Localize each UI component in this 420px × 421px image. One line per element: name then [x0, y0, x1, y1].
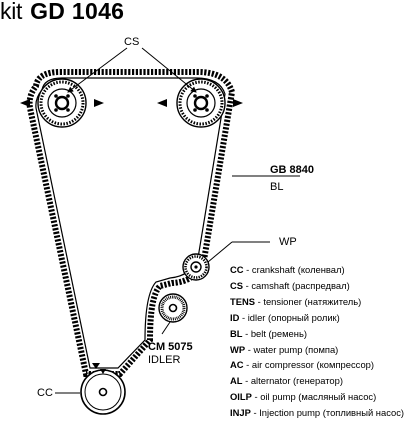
timing-belt	[26, 69, 236, 377]
legend-item: AL - alternator (генератор)	[230, 373, 420, 389]
legend-key: INJP	[230, 407, 251, 419]
legend-item: ID - idler (опорный ролик)	[230, 310, 420, 326]
legend-desc: - camshaft (распредвал)	[243, 279, 350, 291]
legend-desc: - alternator (генератор)	[242, 375, 343, 387]
timing-mark-right-2	[233, 99, 243, 107]
belt-type-label: BL	[270, 181, 284, 193]
legend-item: WP - water pump (помпа)	[230, 342, 420, 358]
legend-key: WP	[230, 343, 246, 355]
legend-desc: - water pump (помпа)	[245, 343, 339, 355]
kit-code: GD 1046	[30, 0, 125, 24]
legend-key: CC	[230, 264, 244, 275]
legend-desc: - tensioner (натяжитель)	[255, 295, 362, 307]
wp-label: WP	[279, 236, 297, 248]
cs-label: CS	[124, 36, 140, 48]
cs-leaders	[67, 47, 197, 93]
timing-mark-right	[157, 99, 167, 107]
legend-item: INJP - Injection pump (топливный насос)	[230, 405, 420, 421]
legend-desc: - air compressor (компрессор)	[243, 359, 375, 371]
legend-item: CS - camshaft (распредвал)	[230, 278, 420, 294]
legend-item: TENS - tensioner (натяжитель)	[230, 294, 420, 310]
crank-timing-mark	[92, 363, 100, 369]
legend-item: CC - crankshaft (коленвал)	[230, 262, 420, 278]
legend-key: TENS	[230, 295, 256, 307]
cc-label: CC	[37, 387, 53, 399]
idler-type-label: IDLER	[148, 354, 181, 366]
idler-leader	[161, 321, 171, 335]
legend-key: AL	[230, 375, 243, 387]
timing-mark-left-2	[20, 99, 30, 107]
legend-key: BL	[230, 327, 243, 339]
legend-desc: - crankshaft (коленвал)	[243, 264, 345, 275]
legend-key: OILP	[230, 391, 252, 403]
legend: CC - crankshaft (коленвал) CS - camshaft…	[230, 262, 420, 421]
idler-pulley	[158, 293, 188, 323]
timing-mark-left	[94, 99, 104, 107]
legend-key: AC	[230, 359, 244, 371]
idler-code-label: CM 5075	[148, 341, 193, 353]
belt-code-label: GB 8840	[270, 164, 315, 176]
legend-desc: - Injection pump (топливный насос)	[250, 407, 405, 419]
legend-key: CS	[230, 279, 244, 291]
legend-item: BL - belt (ремень)	[230, 326, 420, 342]
legend-item: AC - air compressor (компрессор)	[230, 357, 420, 373]
legend-key: ID	[230, 311, 240, 323]
crankshaft-pulley	[80, 369, 126, 415]
legend-desc: - belt (ремень)	[242, 327, 307, 339]
legend-desc: - idler (опорный ролик)	[239, 311, 340, 323]
water-pump-pulley	[182, 253, 210, 281]
kit-word: kit	[0, 0, 23, 24]
legend-item: OILP - oil pump (масляный насос)	[230, 389, 420, 405]
kit-title: kit GD 1046	[0, 0, 124, 24]
legend-desc: - oil pump (масляный насос)	[251, 391, 377, 403]
camshaft-pulley-right	[176, 78, 226, 128]
camshaft-pulley-left	[37, 78, 87, 128]
